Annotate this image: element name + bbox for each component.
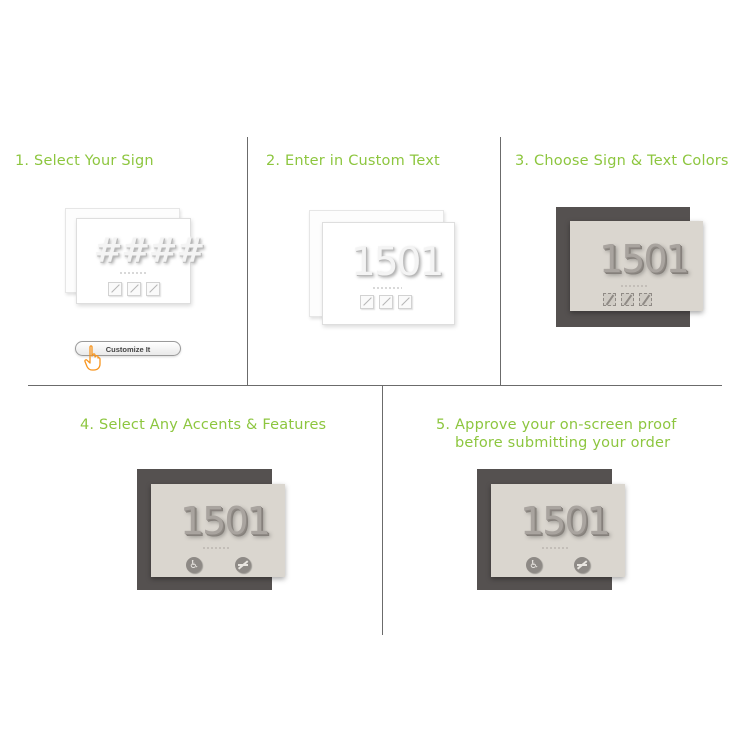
customize-button[interactable]: Customize It bbox=[75, 341, 181, 356]
divider-2-3 bbox=[500, 137, 501, 385]
step-3-braille bbox=[620, 284, 648, 288]
step-2-sign-text: 1501 bbox=[351, 240, 444, 285]
wheelchair-icon: ♿ bbox=[186, 557, 202, 573]
step-5-braille bbox=[541, 546, 569, 550]
pointing-hand-icon bbox=[84, 345, 101, 371]
placeholder-icon bbox=[603, 293, 616, 306]
placeholder-icon bbox=[108, 282, 122, 296]
no-smoking-icon bbox=[235, 557, 251, 573]
step-4-sign-text: 1501 bbox=[180, 499, 271, 543]
step-2-braille bbox=[372, 286, 402, 290]
wheelchair-icon: ♿ bbox=[526, 557, 542, 573]
step-4-braille bbox=[202, 546, 230, 550]
placeholder-icon bbox=[639, 293, 652, 306]
step-4-sign-face bbox=[151, 484, 285, 577]
step-3-icon-row bbox=[603, 293, 652, 306]
step-5-title-line-1: 5. Approve your on-screen proof bbox=[436, 417, 677, 433]
step-2-title: 2. Enter in Custom Text bbox=[266, 153, 440, 169]
placeholder-icon bbox=[127, 282, 141, 296]
step-1-braille bbox=[119, 271, 147, 275]
step-3-title: 3. Choose Sign & Text Colors bbox=[515, 153, 729, 169]
divider-4-5 bbox=[382, 385, 383, 635]
placeholder-icon bbox=[146, 282, 160, 296]
step-3-sign-face bbox=[570, 221, 703, 311]
step-5-sign-text: 1501 bbox=[520, 499, 611, 543]
divider-horizontal bbox=[28, 385, 722, 386]
step-1-icon-row bbox=[108, 282, 160, 296]
placeholder-icon bbox=[379, 295, 393, 309]
placeholder-icon bbox=[398, 295, 412, 309]
step-5-title-line-2: before submitting your order bbox=[455, 435, 671, 451]
no-smoking-icon bbox=[574, 557, 590, 573]
step-3-sign-text: 1501 bbox=[599, 237, 690, 281]
step-1-sign-text: #### bbox=[94, 231, 205, 271]
step-2-icon-row bbox=[360, 295, 412, 309]
step-5-sign-face bbox=[491, 484, 625, 577]
divider-1-2 bbox=[247, 137, 248, 385]
step-1-title: 1. Select Your Sign bbox=[15, 153, 154, 169]
step-4-title: 4. Select Any Accents & Features bbox=[80, 417, 327, 433]
placeholder-icon bbox=[621, 293, 634, 306]
placeholder-icon bbox=[360, 295, 374, 309]
